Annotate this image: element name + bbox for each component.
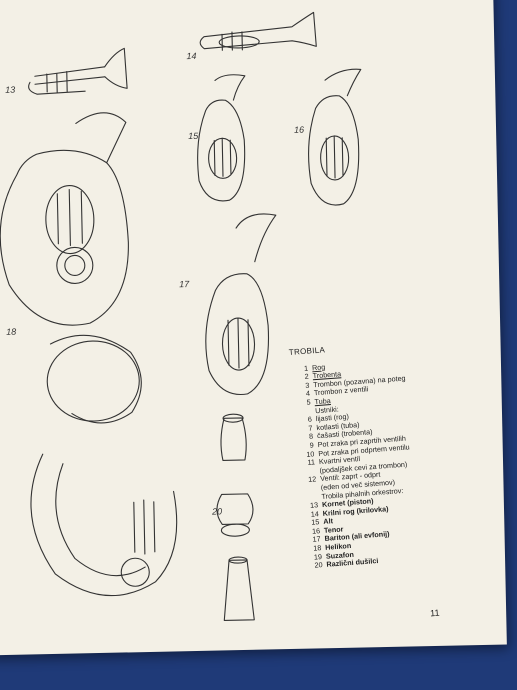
helicon-drawing <box>30 334 178 597</box>
baritone-drawing <box>205 213 277 396</box>
figure-label-17: 17 <box>179 279 190 290</box>
figure-label-18: 18 <box>6 326 17 337</box>
figure-label-14: 14 <box>186 50 197 62</box>
legend-item-number: 20 <box>314 560 323 570</box>
tenor-horn-drawing <box>308 68 362 206</box>
figure-label-16: 16 <box>293 124 305 135</box>
flugelhorn-drawing <box>199 11 317 51</box>
instrument-illustrations <box>0 11 362 621</box>
figure-label-13: 13 <box>5 84 16 95</box>
figure-label-20: 20 <box>211 506 223 517</box>
mutes-drawing <box>216 413 255 621</box>
tuba-drawing <box>0 112 129 326</box>
cornet-drawing <box>28 47 128 95</box>
figure-label-15: 15 <box>188 130 199 142</box>
alto-horn-drawing <box>197 74 246 202</box>
page-number: 11 <box>429 607 440 619</box>
